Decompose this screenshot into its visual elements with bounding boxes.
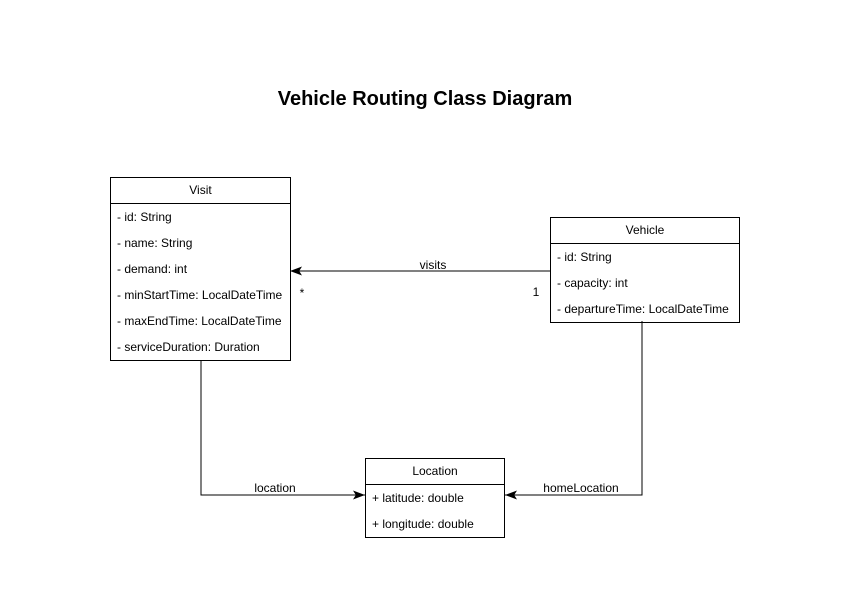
class-attribute: - departureTime: LocalDateTime — [557, 302, 729, 316]
class-attributes-location: + latitude: double + longitude: double — [366, 485, 504, 537]
edge-homelocation-label: homeLocation — [543, 481, 618, 495]
edge-visits-target-multiplicity: * — [300, 286, 305, 300]
class-name-visit: Visit — [111, 178, 290, 204]
class-attribute: - name: String — [117, 236, 193, 250]
edge-location-line — [200, 360, 365, 500]
class-attribute: + longitude: double — [372, 517, 474, 531]
class-attribute: - demand: int — [117, 262, 188, 276]
class-attribute: - id: String — [557, 250, 612, 264]
class-attributes-visit: - id: String - name: String - demand: in… — [111, 204, 290, 360]
class-box-visit: Visit - id: String - name: String - dema… — [110, 177, 291, 361]
class-attribute: - id: String — [117, 210, 172, 224]
class-name-vehicle: Vehicle — [551, 218, 739, 244]
edge-homelocation-line — [505, 321, 643, 500]
edge-visits-source-multiplicity: 1 — [533, 285, 540, 299]
class-attribute: - serviceDuration: Duration — [117, 340, 260, 354]
class-attributes-vehicle: - id: String - capacity: int - departure… — [551, 244, 739, 322]
class-attribute: - maxEndTime: LocalDateTime — [117, 314, 282, 328]
class-box-location: Location + latitude: double + longitude:… — [365, 458, 505, 538]
class-box-vehicle: Vehicle - id: String - capacity: int - d… — [550, 217, 740, 323]
class-attribute: - capacity: int — [557, 276, 628, 290]
edge-location-label: location — [254, 481, 295, 495]
class-attribute: + latitude: double — [372, 491, 464, 505]
class-name-location: Location — [366, 459, 504, 485]
diagram-title: Vehicle Routing Class Diagram — [277, 88, 573, 110]
edge-visits-label: visits — [420, 258, 447, 272]
class-attribute: - minStartTime: LocalDateTime — [117, 288, 283, 302]
